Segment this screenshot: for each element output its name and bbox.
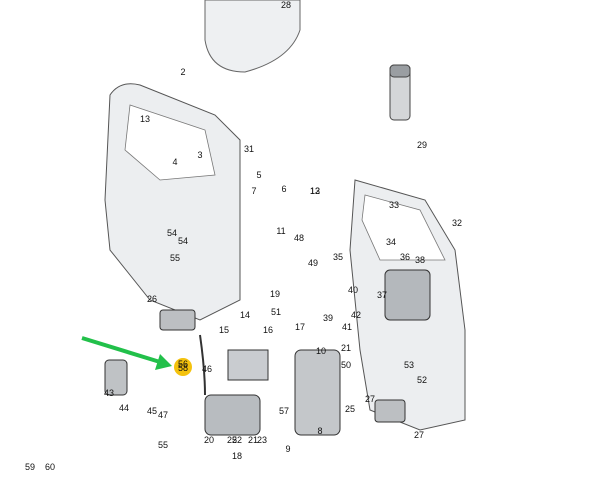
callout-51: 51 — [271, 307, 281, 317]
callout-25: 25 — [227, 435, 237, 445]
callout-46: 46 — [202, 364, 212, 374]
callout-54: 54 — [178, 236, 188, 246]
callout-44: 44 — [119, 403, 129, 413]
callout-52: 52 — [417, 375, 427, 385]
callout-4: 4 — [172, 157, 177, 167]
left-door-window — [124, 104, 216, 181]
callout-22: 22 — [232, 435, 242, 445]
callout-55: 55 — [158, 440, 168, 450]
callout-18: 18 — [232, 451, 242, 461]
callout-21: 21 — [248, 435, 258, 445]
callout-27: 27 — [365, 394, 375, 404]
callout-49: 49 — [308, 258, 318, 268]
callout-55: 55 — [170, 253, 180, 263]
callout-2: 2 — [180, 67, 185, 77]
callout-43: 43 — [104, 388, 114, 398]
callout-28: 28 — [281, 0, 291, 10]
callout-56: 56 — [178, 359, 188, 369]
callout-14: 14 — [240, 310, 250, 320]
bowden-cable-58 — [199, 334, 206, 396]
door-lock — [204, 394, 261, 436]
callout-13: 13 — [310, 186, 320, 196]
callout-53: 53 — [404, 360, 414, 370]
callout-3: 3 — [197, 150, 202, 160]
callout-54: 54 — [167, 228, 177, 238]
callout-42: 42 — [351, 310, 361, 320]
callout-40: 40 — [348, 285, 358, 295]
callout-58-highlight[interactable]: 58 — [174, 358, 192, 376]
callout-25: 25 — [345, 404, 355, 414]
callout-27: 27 — [414, 430, 424, 440]
callout-16: 16 — [263, 325, 273, 335]
callout-32: 32 — [452, 218, 462, 228]
callout-19: 19 — [270, 289, 280, 299]
callout-33: 33 — [389, 200, 399, 210]
callout-31: 31 — [244, 144, 254, 154]
callout-8: 8 — [317, 426, 322, 436]
striker-left — [159, 309, 196, 331]
callout-39: 39 — [323, 313, 333, 323]
lock-module — [227, 349, 269, 381]
callout-36: 36 — [400, 252, 410, 262]
lubricant-can — [389, 64, 411, 121]
handle-right — [384, 269, 431, 321]
callout-37: 37 — [377, 290, 387, 300]
lock-carrier — [294, 349, 341, 436]
callout-48: 48 — [294, 233, 304, 243]
callout-15: 15 — [219, 325, 229, 335]
callout-5: 5 — [256, 170, 261, 180]
callout-38: 38 — [415, 255, 425, 265]
callout-60: 60 — [45, 462, 55, 472]
callout-45: 45 — [147, 406, 157, 416]
callout-26: 26 — [147, 294, 157, 304]
callout-12: 12 — [310, 186, 320, 196]
callout-17: 17 — [295, 322, 305, 332]
callout-23: 23 — [257, 435, 267, 445]
callout-10: 10 — [316, 346, 326, 356]
callout-9: 9 — [285, 444, 290, 454]
svg-text:58: 58 — [178, 363, 188, 373]
callout-59: 59 — [25, 462, 35, 472]
callout-29: 29 — [417, 140, 427, 150]
callout-6: 6 — [281, 184, 286, 194]
callout-50: 50 — [341, 360, 351, 370]
callout-21: 21 — [341, 343, 351, 353]
top-door-panel — [204, 0, 301, 73]
callout-57: 57 — [279, 406, 289, 416]
callout-35: 35 — [333, 252, 343, 262]
lock-cylinder — [104, 359, 128, 396]
striker-right — [374, 399, 406, 423]
callout-11: 11 — [276, 226, 285, 236]
callout-34: 34 — [386, 237, 396, 247]
callout-7: 7 — [251, 186, 256, 196]
callout-47: 47 — [158, 410, 168, 420]
callout-13: 13 — [140, 114, 150, 124]
green-arrow — [81, 336, 172, 370]
callout-41: 41 — [342, 322, 352, 332]
callout-20: 20 — [204, 435, 214, 445]
right-door-window — [361, 194, 446, 261]
